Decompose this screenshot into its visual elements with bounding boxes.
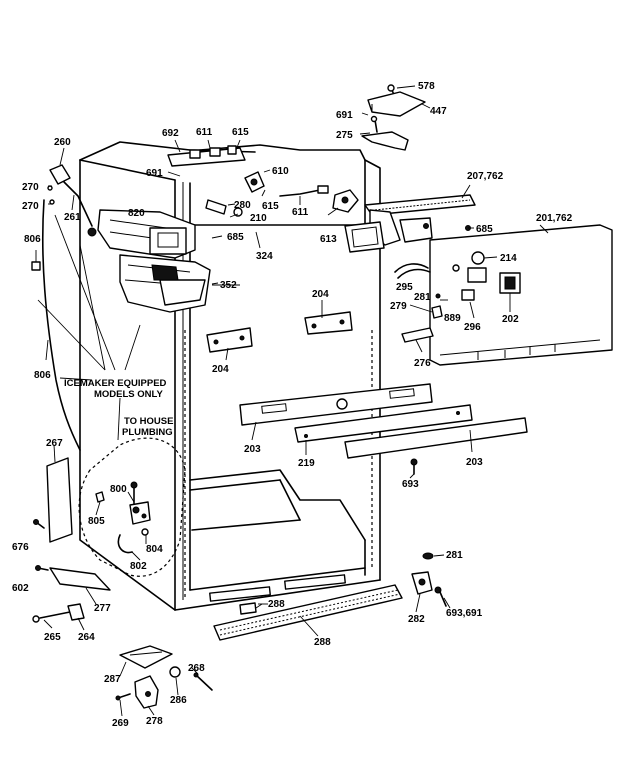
label-202: 202	[502, 314, 519, 325]
label-352: 352	[220, 280, 237, 291]
control-wiring	[394, 223, 471, 343]
note-icemaker-line2: MODELS ONLY	[94, 389, 163, 400]
icemaker-leaders	[37, 214, 141, 441]
label-578: 578	[418, 81, 435, 92]
label-268: 268	[188, 663, 205, 674]
top-wiring	[167, 145, 329, 217]
label-281-low: 281	[446, 550, 463, 561]
hinge-parts	[410, 458, 447, 607]
label-800: 800	[110, 484, 127, 495]
label-260: 260	[54, 137, 71, 148]
label-611-mid: 611	[292, 207, 309, 218]
label-804: 804	[146, 544, 163, 555]
label-693-691: 693,691	[446, 608, 483, 619]
notes: ICEMAKER EQUIPPED MODELS ONLY TO HOUSE P…	[64, 378, 173, 438]
label-204-left: 204	[212, 364, 229, 375]
label-203-left: 203	[244, 444, 261, 455]
bottom-hinge-parts	[115, 645, 213, 709]
label-265: 265	[44, 632, 61, 643]
label-286: 286	[170, 695, 187, 706]
label-802: 802	[130, 561, 147, 572]
label-270-a: 270	[22, 182, 39, 193]
label-282: 282	[408, 614, 425, 625]
label-685-right: 685	[476, 224, 493, 235]
label-261: 261	[64, 212, 81, 223]
defrost-assembly	[332, 189, 476, 253]
label-805: 805	[88, 516, 105, 527]
label-280: 280	[234, 200, 251, 211]
label-889: 889	[444, 313, 461, 324]
label-692: 692	[162, 128, 179, 139]
label-207-762: 207,762	[467, 171, 504, 182]
plumbing-area	[33, 437, 186, 591]
kickplate	[213, 584, 403, 641]
label-613: 613	[320, 234, 337, 245]
brackets-204	[206, 311, 353, 353]
label-691-left: 691	[146, 168, 163, 179]
part-labels: 578 447 691 275 207,762 201,762 692 611 …	[12, 81, 573, 729]
label-615-mid: 615	[262, 201, 279, 212]
label-806-b: 806	[34, 370, 51, 381]
top-bracket-parts	[361, 84, 426, 151]
label-219: 219	[298, 458, 315, 469]
label-676: 676	[12, 542, 29, 553]
label-275: 275	[336, 130, 353, 141]
label-264: 264	[78, 632, 95, 643]
label-281-right: 281	[414, 292, 431, 303]
label-203-right: 203	[466, 457, 483, 468]
label-269: 269	[112, 718, 129, 729]
label-691-top: 691	[336, 110, 353, 121]
control-panel	[429, 224, 613, 366]
note-icemaker-line1: ICEMAKER EQUIPPED	[64, 378, 167, 389]
cabinet-body	[79, 141, 381, 611]
leader-lines	[35, 85, 549, 717]
label-820: 820	[128, 208, 145, 219]
mullion-bars	[239, 383, 528, 459]
label-201-762: 201,762	[536, 213, 573, 224]
label-288-b: 288	[314, 637, 331, 648]
label-279: 279	[390, 301, 407, 312]
label-615-top: 615	[232, 127, 249, 138]
label-324: 324	[256, 251, 273, 262]
label-278: 278	[146, 716, 163, 727]
label-685-left: 685	[227, 232, 244, 243]
water-line	[31, 164, 93, 451]
icemaker-assembly	[87, 209, 211, 313]
label-295: 295	[396, 282, 413, 293]
label-806-a: 806	[24, 234, 41, 245]
label-277: 277	[94, 603, 111, 614]
label-288-a: 288	[268, 599, 285, 610]
label-693: 693	[402, 479, 419, 490]
label-611-top: 611	[196, 127, 213, 138]
roller-parts	[32, 603, 85, 623]
label-267: 267	[46, 438, 63, 449]
label-447: 447	[430, 106, 447, 117]
label-210: 210	[250, 213, 267, 224]
label-214: 214	[500, 253, 517, 264]
label-296: 296	[464, 322, 481, 333]
note-plumbing-line2: PLUMBING	[122, 427, 173, 438]
label-270-b: 270	[22, 201, 39, 212]
note-plumbing-line1: TO HOUSE	[124, 416, 173, 427]
label-610: 610	[272, 166, 289, 177]
label-287: 287	[104, 674, 121, 685]
label-276: 276	[414, 358, 431, 369]
label-204-mid: 204	[312, 289, 329, 300]
label-602: 602	[12, 583, 29, 594]
